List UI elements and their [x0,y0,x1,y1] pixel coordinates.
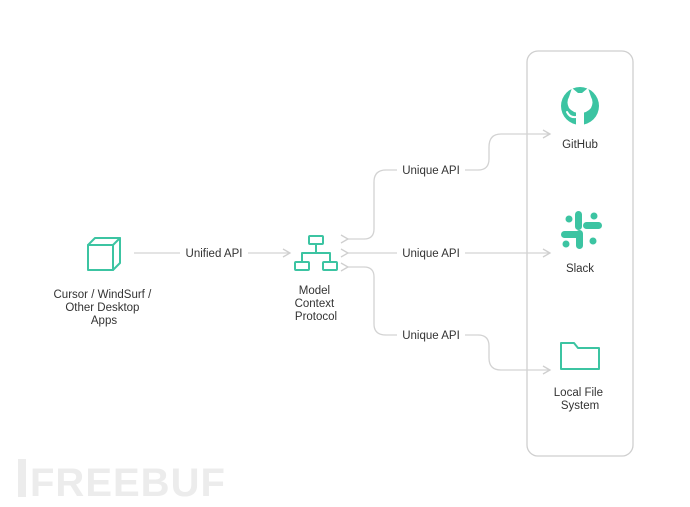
local-file-label-line-2: System [561,400,599,412]
mcp-label-line-1: Model [299,285,330,297]
unified-api-label: Unified API [186,248,243,260]
github-api-label: Unique API [402,165,460,177]
watermark-bar-icon [18,459,26,497]
hierarchy-icon [294,235,338,271]
mcp-label-line-2: Context [295,298,335,310]
edge-labels: Unified API Unique API Unique API Unique… [180,161,465,344]
local-file-node: Local File System [554,342,606,412]
github-icon [561,87,599,125]
cube-icon [87,237,121,271]
slack-icon [561,211,602,249]
client-node: Cursor / WindSurf / Other Desktop Apps [54,237,155,327]
mcp-label: Model Context Protocol [295,285,338,323]
slack-node: Slack [561,211,602,275]
local-file-label-line-1: Local File [554,387,603,399]
watermark: FREEBUF [18,459,226,505]
mcp-node: Model Context Protocol [294,235,338,323]
slack-api-label: Unique API [402,248,460,260]
mcp-label-line-3: Protocol [295,311,337,323]
client-label-line-1: Cursor / WindSurf / [54,289,153,301]
slack-label: Slack [566,263,594,275]
github-connector [340,129,552,244]
local-file-api-label: Unique API [402,330,460,342]
local-file-connector [340,262,552,375]
client-label: Cursor / WindSurf / Other Desktop Apps [54,289,155,327]
local-file-label: Local File System [554,387,606,412]
client-label-line-3: Apps [91,315,117,327]
github-label: GitHub [562,139,598,151]
github-node: GitHub [561,87,599,151]
client-label-line-2: Other Desktop [65,302,139,314]
watermark-text: FREEBUF [30,461,226,505]
folder-icon [560,342,600,370]
